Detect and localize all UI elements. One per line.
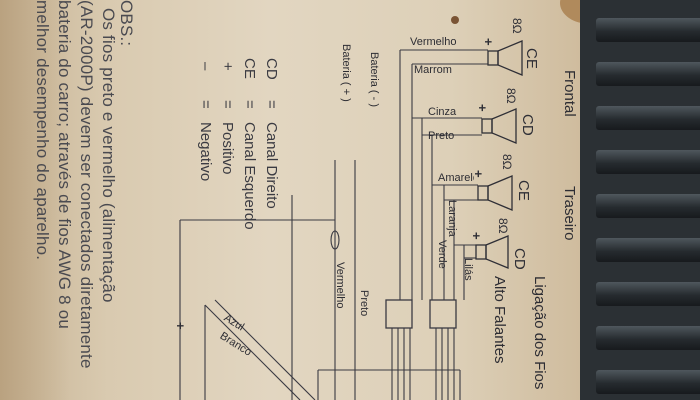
legend-code-ce: CE bbox=[241, 58, 258, 79]
speaker-1-icon bbox=[487, 40, 523, 76]
legend-desc-pos: Positivo bbox=[219, 122, 236, 175]
speaker-2-plus: + bbox=[475, 104, 490, 112]
note-line-4: melhor desempenho do aparelho. bbox=[33, 0, 52, 261]
speaker-3-wire-pos: Amarelo bbox=[438, 172, 474, 184]
speaker-3-ohm: 8Ω bbox=[500, 154, 514, 170]
speaker-1-wire-pos: Vermelho bbox=[410, 36, 457, 48]
speaker-2-ohm: 8Ω bbox=[504, 88, 518, 104]
heading-title-1: Ligação dos Fios bbox=[531, 276, 548, 390]
speaker-4-icon bbox=[475, 235, 509, 269]
speaker-3-channel: CE bbox=[515, 180, 532, 201]
battery-negative-label: Bateria ( - ) bbox=[368, 52, 380, 108]
legend-sep-cd: = bbox=[263, 100, 280, 109]
legend-desc-cd: Canal Direito bbox=[263, 122, 280, 209]
heatsink-fin bbox=[596, 62, 700, 86]
heatsink-fin bbox=[596, 238, 700, 262]
speaker-4-plus: + bbox=[469, 232, 484, 240]
speaker-1-wire-neg: Marrom bbox=[414, 64, 452, 76]
speaker-2-icon bbox=[481, 108, 517, 144]
legend-sep-pos: = bbox=[219, 100, 236, 109]
heading-title-2: Alto Falantes bbox=[491, 276, 508, 364]
heatsink-fin bbox=[596, 194, 700, 218]
heading-traseiro: Traseiro bbox=[561, 186, 578, 241]
speaker-2-channel: CD bbox=[519, 114, 536, 136]
speaker-4-channel: CD bbox=[511, 248, 528, 270]
speaker-3-wire-neg: Laranja bbox=[446, 200, 458, 237]
note-line-1: Os fios preto e vermelho (alimentação bbox=[99, 8, 118, 303]
notes-heading: OBS.: bbox=[117, 0, 136, 47]
legend-code-pos: + bbox=[219, 62, 236, 71]
note-line-2: (AR-2000P) devem ser conectados diretame… bbox=[77, 0, 96, 369]
heading-frontal: Frontal bbox=[561, 70, 578, 117]
wire-label-preto: Preto bbox=[358, 290, 370, 317]
speaker-3-icon bbox=[477, 175, 513, 211]
heatsink-fin bbox=[596, 326, 700, 350]
legend-code-cd: CD bbox=[263, 58, 280, 80]
speaker-2-wire-pos: Cinza bbox=[428, 106, 457, 118]
speaker-1-channel: CE bbox=[523, 48, 540, 69]
speaker-4-wire-pos: Lilás bbox=[462, 258, 474, 281]
heatsink-fin bbox=[596, 282, 700, 306]
speaker-2-wire-neg: Preto bbox=[428, 130, 455, 142]
heatsink-fin bbox=[596, 370, 700, 394]
amplifier-heatsink bbox=[580, 0, 700, 400]
speaker-4-ohm: 8Ω bbox=[496, 218, 510, 234]
manual-page bbox=[0, 0, 620, 400]
legend-sep-neg: = bbox=[197, 100, 214, 109]
speaker-1-plus: + bbox=[481, 38, 496, 46]
note-line-3: bateria do carro; através de fios AWG 8 … bbox=[55, 0, 74, 330]
wire-label-vermelho: Vermelho bbox=[334, 262, 346, 309]
heatsink-fin bbox=[596, 106, 700, 130]
heatsink-fin bbox=[596, 150, 700, 174]
ink-spot bbox=[451, 16, 459, 24]
heatsink-fin bbox=[596, 18, 700, 42]
wiring-diagram bbox=[179, 40, 523, 400]
legend-desc-neg: Negativo bbox=[197, 122, 214, 182]
speaker-4-wire-neg: Verde bbox=[436, 240, 448, 269]
legend-desc-ce: Canal Esquerdo bbox=[241, 122, 258, 230]
legend-sep-ce: = bbox=[241, 100, 258, 109]
speaker-1-ohm: 8Ω bbox=[510, 18, 524, 34]
paper-shade bbox=[0, 0, 70, 400]
battery-positive-label: Bateria ( + ) bbox=[340, 44, 352, 102]
legend-code-neg: – bbox=[197, 62, 214, 71]
battery-plus-mark: + bbox=[173, 322, 188, 330]
